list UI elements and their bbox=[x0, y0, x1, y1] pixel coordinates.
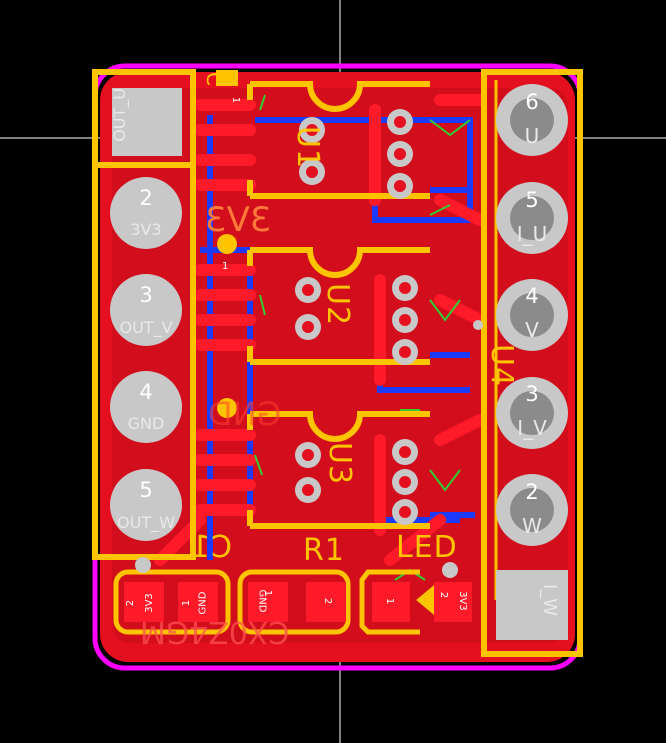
label-net-3v3-bottom: 3V3 bbox=[205, 200, 272, 240]
right-pin6-label: U bbox=[524, 124, 540, 148]
label-u1: U1 bbox=[290, 126, 325, 170]
ic-u2-pin1-dot bbox=[217, 234, 237, 254]
c1-pad2-num: 2 bbox=[125, 599, 137, 607]
left-header-pads bbox=[110, 88, 182, 541]
label-u4: U4 bbox=[484, 344, 519, 388]
right-pin2-num: 2 bbox=[525, 480, 539, 504]
ic-u3-pin1-dot bbox=[217, 398, 237, 418]
label-u2: U2 bbox=[320, 283, 355, 327]
left-pin1-label: OUT_U bbox=[110, 88, 129, 142]
smd-outlines bbox=[113, 569, 435, 635]
left-pin2-num: 2 bbox=[139, 186, 153, 210]
left-pin3-num: 3 bbox=[139, 283, 153, 307]
top-traces bbox=[154, 94, 486, 566]
left-header-outline bbox=[92, 162, 196, 560]
r1-pad1-net: GND bbox=[256, 589, 268, 613]
r1-pad2-num: 2 bbox=[322, 597, 334, 605]
left-pin5-label: OUT_W bbox=[117, 513, 175, 532]
c1-pad1-net: GND bbox=[197, 591, 209, 615]
right-pin4-label: V bbox=[525, 318, 539, 342]
right-header-outline bbox=[481, 69, 583, 657]
label-led: LED bbox=[396, 530, 458, 565]
ic-tht-pads bbox=[295, 109, 418, 525]
label-u3: U3 bbox=[322, 442, 357, 486]
right-pin5-label: I_U bbox=[516, 222, 548, 246]
right-pin3-num: 3 bbox=[525, 382, 539, 406]
left-pin4-num: 4 bbox=[139, 380, 153, 404]
right-header-pads bbox=[496, 84, 568, 640]
label-c-small: C bbox=[202, 72, 226, 87]
c-top-pin-num: 1 bbox=[230, 96, 242, 104]
label-r1: R1 bbox=[303, 533, 345, 568]
label-net-gnd-bottom: GND bbox=[208, 395, 282, 433]
vias bbox=[135, 320, 483, 578]
label-c1: C1 bbox=[190, 530, 233, 565]
right-pin5-num: 5 bbox=[525, 188, 539, 212]
left-pin3-label: OUT_V bbox=[119, 318, 173, 337]
ic-pin1-num: 1 bbox=[222, 261, 229, 272]
led-pad2-net: 3V3 bbox=[456, 591, 468, 611]
right-pin6-num: 6 bbox=[525, 90, 539, 114]
right-pin4-num: 4 bbox=[525, 284, 539, 308]
led-pad1-num: 1 bbox=[384, 597, 396, 605]
led-pad2-num: 2 bbox=[438, 591, 450, 599]
ic-u1-pin1-mark bbox=[216, 70, 238, 86]
label-bottom-text: CX0Z4GM bbox=[140, 614, 290, 649]
c1-pad2-net: 3V3 bbox=[143, 593, 155, 613]
right-pin3-label: I_V bbox=[517, 416, 547, 440]
smd-pads bbox=[124, 582, 472, 622]
left-pin5-num: 5 bbox=[139, 478, 153, 502]
right-pin2-label: W bbox=[522, 514, 542, 538]
left-pin4-label: GND bbox=[127, 414, 165, 433]
c1-pad1-num: 1 bbox=[181, 599, 193, 607]
right-pin1-label: I_W bbox=[539, 584, 560, 617]
left-pin2-label: 3V3 bbox=[130, 220, 162, 239]
